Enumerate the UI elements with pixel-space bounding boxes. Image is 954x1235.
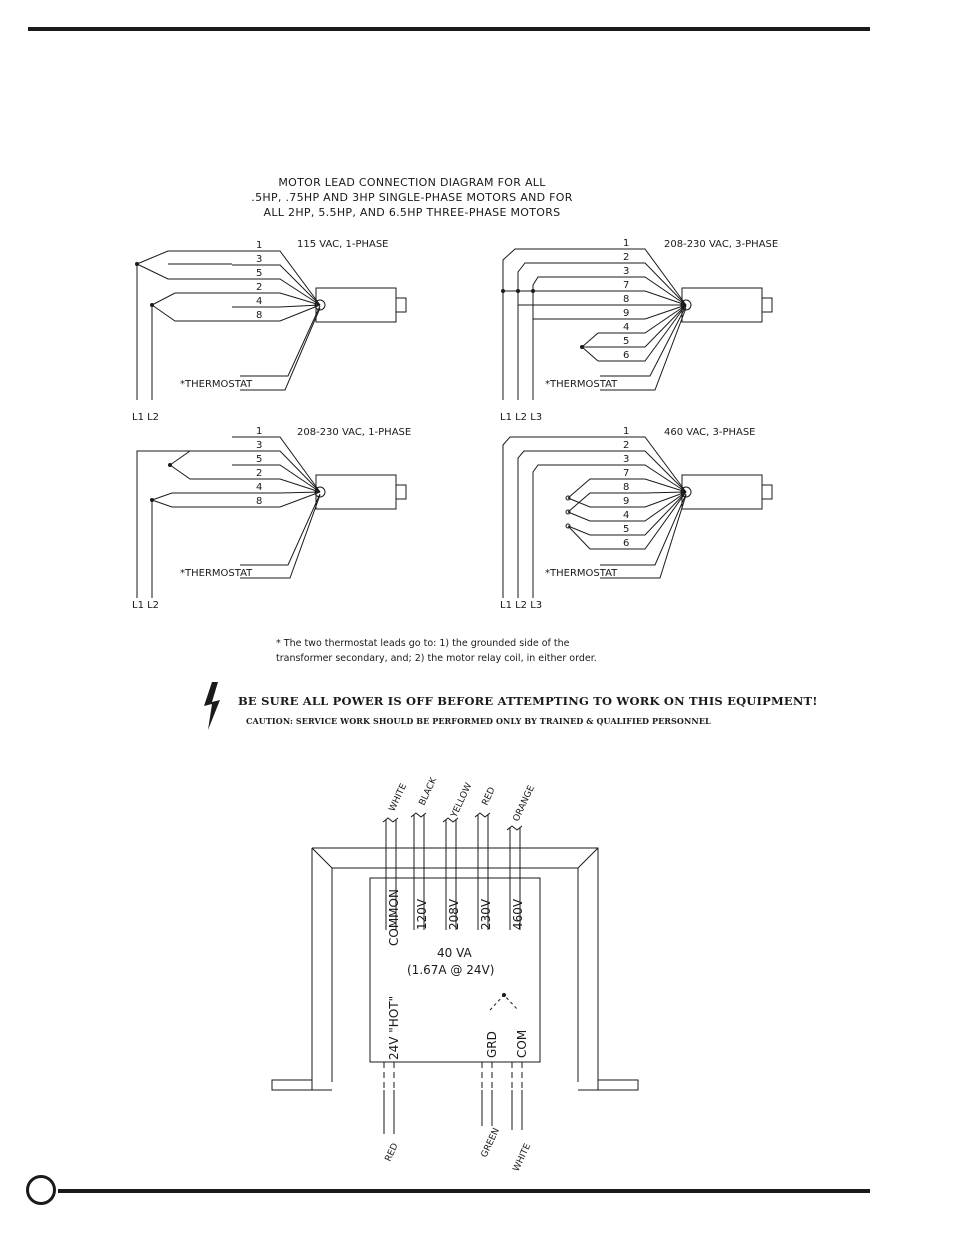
svg-text:3: 3 (256, 440, 262, 451)
thermostat-label: *THERMOSTAT (180, 379, 253, 390)
line-labels: L1 L2 (132, 600, 159, 611)
lead-1: 1 (256, 240, 262, 251)
footnote-line-1: * The two thermostat leads go to: 1) the… (276, 638, 570, 649)
thermostat-label: *THERMOSTAT (545, 568, 618, 579)
tap-grd: GRD (485, 1031, 499, 1058)
svg-text:8: 8 (623, 482, 629, 493)
svg-text:4: 4 (256, 482, 262, 493)
svg-text:3: 3 (623, 454, 629, 465)
svg-text:5: 5 (256, 268, 262, 279)
svg-text:1: 1 (623, 426, 629, 437)
svg-text:4: 4 (623, 510, 629, 521)
svg-text:6: 6 (623, 350, 629, 361)
svg-text:5: 5 (623, 524, 629, 535)
svg-text:1: 1 (256, 426, 262, 437)
transformer-core (369, 877, 541, 1063)
line-labels: L1 L2 L3 (500, 600, 542, 611)
panel-208-230v-1phase: 208-230 VAC, 1-PHASE 1 3 5 2 (132, 426, 411, 611)
diagram-title-line-2: .5HP, .75HP AND 3HP SINGLE-PHASE MOTORS … (251, 191, 573, 204)
footnote-line-2: transformer secondary, and; 2) the motor… (276, 653, 597, 664)
motor-body (681, 474, 763, 510)
panel-4-label: 460 VAC, 3-PHASE (664, 427, 756, 438)
motor-body (681, 287, 763, 323)
svg-text:2: 2 (256, 468, 262, 479)
motor-body (315, 287, 397, 323)
motor-body (315, 474, 397, 510)
header-rule (28, 27, 870, 31)
svg-text:2: 2 (623, 252, 629, 263)
tap-208v: 208V (447, 898, 461, 930)
power-off-warning: BE SURE ALL POWER IS OFF BEFORE ATTEMPTI… (238, 694, 818, 708)
thermostat-label: *THERMOSTAT (180, 568, 253, 579)
svg-text:1: 1 (623, 238, 629, 249)
svg-text:7: 7 (623, 468, 629, 479)
tap-460v: 460V (511, 898, 525, 930)
footer-rule (58, 1189, 870, 1193)
tap-common: COMMON (387, 889, 401, 946)
transformer-rating: 40 VA (437, 946, 473, 960)
motor-shaft (395, 297, 407, 313)
diagram-title-line-1: MOTOR LEAD CONNECTION DIAGRAM FOR ALL (278, 176, 546, 189)
svg-text:6: 6 (623, 538, 629, 549)
svg-text:9: 9 (623, 308, 629, 319)
svg-text:9: 9 (623, 496, 629, 507)
transformer-rating-detail: (1.67A @ 24V) (407, 963, 494, 977)
panel-115v-1phase: 115 VAC, 1-PHASE (132, 239, 407, 423)
svg-text:4: 4 (623, 322, 629, 333)
line-labels: L1 L2 L3 (500, 412, 542, 423)
panel-2-label: 208-230 VAC, 3-PHASE (664, 239, 778, 250)
thermostat-label: *THERMOSTAT (545, 379, 618, 390)
wire-white-secondary: WHITE (512, 1142, 534, 1173)
tap-24v-hot: 24V "HOT" (387, 996, 401, 1060)
lightning-bolt-icon (204, 682, 220, 730)
diagram-title-line-3: ALL 2HP, 5.5HP, AND 6.5HP THREE-PHASE MO… (263, 206, 561, 219)
svg-text:8: 8 (256, 310, 262, 321)
wire-white: WHITE (388, 782, 410, 813)
motor-shaft (761, 297, 773, 313)
line-labels: L1 L2 (132, 412, 159, 423)
panel-1-label: 115 VAC, 1-PHASE (297, 239, 389, 250)
panel-3-label: 208-230 VAC, 1-PHASE (297, 427, 411, 438)
tap-120v: 120V (415, 898, 429, 930)
motor-shaft (761, 484, 773, 500)
wire-red: RED (481, 786, 498, 807)
svg-text:3: 3 (623, 266, 629, 277)
page-number-circle (26, 1175, 56, 1205)
svg-text:7: 7 (623, 280, 629, 291)
svg-text:5: 5 (256, 454, 262, 465)
svg-text:8: 8 (256, 496, 262, 507)
svg-text:4: 4 (256, 296, 262, 307)
transformer-diagram: WHITE BLACK YELLOW RED ORANGE COMMON 120… (271, 775, 639, 1173)
motor-shaft (395, 484, 407, 500)
svg-text:3: 3 (256, 254, 262, 265)
tap-230v: 230V (479, 898, 493, 930)
caution-text: CAUTION: SERVICE WORK SHOULD BE PERFORME… (246, 716, 711, 726)
wire-yellow: YELLOW (449, 782, 474, 821)
wire-black: BLACK (418, 775, 440, 807)
svg-text:2: 2 (623, 440, 629, 451)
wire-green: GREEN (480, 1127, 502, 1160)
svg-text:2: 2 (256, 282, 262, 293)
panel-460v-3phase: 460 VAC, 3-PHASE (500, 426, 773, 611)
svg-text:8: 8 (623, 294, 629, 305)
wire-red-secondary: RED (384, 1142, 401, 1163)
svg-text:5: 5 (623, 336, 629, 347)
panel-208-230v-3phase: 208-230 VAC, 3-PHASE (500, 238, 778, 423)
tap-com: COM (515, 1030, 529, 1058)
wire-orange: ORANGE (512, 784, 537, 823)
